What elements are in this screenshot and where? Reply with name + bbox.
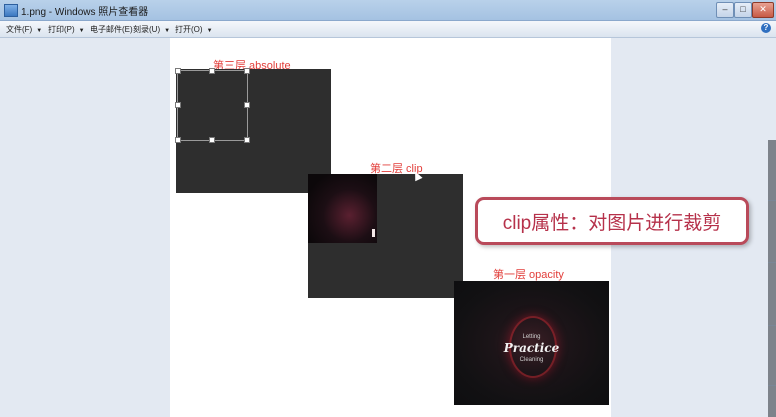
- edge-divider: [768, 385, 776, 386]
- edge-divider: [768, 262, 776, 263]
- chevron-down-icon: ▼: [206, 28, 213, 34]
- resize-handle[interactable]: [175, 137, 181, 143]
- flame-graphic: [509, 316, 557, 378]
- menu-burn[interactable]: 刻录(U)▼: [133, 24, 170, 35]
- menu-file-label: 文件(F): [6, 25, 33, 34]
- photo-small-text-top: Letting: [522, 334, 541, 340]
- resize-handle[interactable]: [209, 137, 215, 143]
- resize-handle[interactable]: [209, 68, 215, 74]
- photo-viewer-icon: [4, 4, 18, 17]
- resize-handle[interactable]: [244, 137, 250, 143]
- layer-two-label: 第二层 clip: [370, 163, 423, 175]
- maximize-button[interactable]: □: [734, 2, 752, 18]
- menu-email-label: 电子邮件(E): [90, 25, 133, 34]
- layer-one-label: 第一层 opacity: [493, 269, 564, 281]
- photo-small-text-bottom: Cleaning: [519, 357, 544, 363]
- highlight-mark: [372, 229, 375, 237]
- close-button[interactable]: ✕: [752, 2, 774, 18]
- resize-handle[interactable]: [244, 68, 250, 74]
- layer-one-photo: Letting Practice Cleaning: [454, 281, 609, 405]
- menu-file[interactable]: 文件(F)▼: [6, 24, 42, 35]
- chevron-down-icon: ▼: [78, 28, 85, 34]
- resize-handle[interactable]: [175, 102, 181, 108]
- menu-open[interactable]: 打开(O)▼: [175, 24, 213, 35]
- menu-print[interactable]: 打印(P)▼: [48, 24, 85, 35]
- help-icon[interactable]: ?: [761, 23, 771, 33]
- clipped-image-region: [308, 174, 377, 243]
- layer-three-box: [176, 69, 331, 193]
- menu-print-label: 打印(P): [48, 25, 75, 34]
- menu-burn-label: 刻录(U): [133, 25, 161, 34]
- menu-open-label: 打开(O): [175, 25, 203, 34]
- right-edge-panel: [768, 140, 776, 417]
- edge-divider: [768, 325, 776, 326]
- chevron-down-icon: ▼: [36, 28, 43, 34]
- selection-rectangle[interactable]: [177, 70, 248, 141]
- menu-email[interactable]: 电子邮件(E): [90, 24, 133, 35]
- menu-bar: 文件(F)▼ 打印(P)▼ 电子邮件(E) 刻录(U)▼ 打开(O)▼ ?: [0, 21, 776, 38]
- window-title-bar: 1.png - Windows 照片查看器 – □ ✕: [0, 0, 776, 21]
- edge-divider: [768, 200, 776, 201]
- callout-text: clip属性：对图片进行裁剪: [502, 213, 722, 234]
- chevron-down-icon: ▼: [164, 28, 171, 34]
- annotation-callout: clip属性：对图片进行裁剪: [475, 197, 749, 245]
- minimize-button[interactable]: –: [716, 2, 734, 18]
- resize-handle[interactable]: [244, 102, 250, 108]
- photo-title-text: Practice: [503, 341, 560, 355]
- window-title: 1.png - Windows 照片查看器: [21, 7, 149, 18]
- resize-handle[interactable]: [175, 68, 181, 74]
